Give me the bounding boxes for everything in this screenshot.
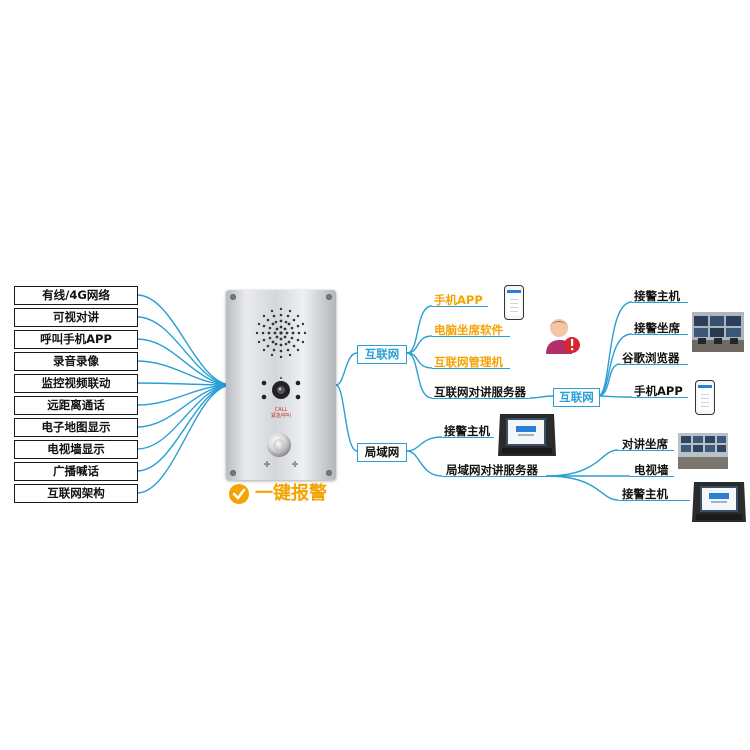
camera-module-icon — [261, 377, 301, 400]
device-to-lan-line — [335, 384, 358, 452]
target-lan-alarm-host: 接警主机 — [622, 487, 668, 501]
internet-branch-line — [406, 352, 433, 399]
screw-icon — [230, 294, 236, 300]
internet-box-branch-line — [597, 333, 633, 397]
speaker-grille-icon — [255, 307, 307, 359]
internet-item-intercom-server: 互联网对讲服务器 — [434, 385, 526, 399]
microphone-hole-icon — [264, 461, 270, 467]
internet-branch-line — [406, 335, 433, 354]
lan-server-branch-line — [545, 449, 619, 477]
target-alarm-host: 接警主机 — [634, 289, 680, 303]
internet-item-pc-seat-software: 电脑坐席软件 — [434, 323, 503, 337]
lan-item-intercom-server: 局域网对讲服务器 — [446, 463, 538, 477]
internet-item-management-unit: 互联网管理机 — [434, 355, 503, 369]
feature-electronic-map: 电子地图显示 — [14, 418, 138, 437]
lan-item-alarm-host: 接警主机 — [444, 424, 490, 438]
feature-call-mobile-app: 呼叫手机APP — [14, 330, 138, 349]
feature-broadcast: 广播喊话 — [14, 462, 138, 481]
target-alarm-seat: 接警坐席 — [634, 321, 680, 335]
internet-branch-line — [406, 305, 433, 354]
call-label-cn: 紧急呼叫 — [270, 413, 291, 419]
lan-server-branch-line — [545, 475, 619, 501]
feature-surveillance-linkage: 监控视频联动 — [14, 374, 138, 393]
lan-box: 局域网 — [357, 443, 407, 462]
call-label: CALL 紧急呼叫 — [226, 407, 336, 419]
fan-line — [136, 316, 233, 386]
internet-item-mobile-app: 手机APP — [434, 293, 483, 307]
fan-line — [136, 338, 233, 386]
fan-line — [136, 360, 233, 386]
feature-wired-4g-network: 有线/4G网络 — [14, 286, 138, 305]
desk-terminal-icon — [498, 414, 556, 456]
smartphone-icon — [504, 285, 524, 320]
target-mobile-app: 手机APP — [634, 384, 683, 398]
feature-long-distance-call: 远距离通话 — [14, 396, 138, 415]
feature-tv-wall-display: 电视墙显示 — [14, 440, 138, 459]
target-intercom-seat: 对讲坐席 — [622, 437, 668, 451]
feature-audio-video-recording: 录音录像 — [14, 352, 138, 371]
internet-box-branch-line — [597, 363, 621, 397]
emergency-call-panel: CALL 紧急呼叫 — [226, 290, 336, 480]
target-tv-wall: 电视墙 — [634, 463, 669, 477]
hero-title: 一键报警 — [255, 483, 327, 504]
screw-icon — [326, 294, 332, 300]
internet-server-box: 互联网 — [553, 388, 600, 407]
screw-icon — [230, 470, 236, 476]
fan-line — [136, 384, 233, 494]
internet-box-branch-line — [597, 301, 633, 397]
check-circle-icon — [229, 484, 249, 504]
control-room-photo — [692, 312, 744, 352]
lan-branch-line — [406, 436, 443, 452]
internet-box: 互联网 — [357, 345, 407, 364]
feature-video-intercom: 可视对讲 — [14, 308, 138, 327]
call-button-cap — [273, 439, 285, 451]
smartphone-icon — [695, 380, 715, 415]
target-chrome-browser: 谷歌浏览器 — [622, 351, 680, 365]
fan-line — [136, 294, 233, 386]
call-label-en: CALL — [274, 407, 288, 413]
lan-branch-line — [406, 450, 443, 477]
server-to-box-line — [529, 395, 554, 399]
user-alert-icon — [546, 319, 580, 354]
microphone-hole-icon — [292, 461, 298, 467]
device-to-internet-line — [335, 352, 358, 386]
screw-icon — [326, 470, 332, 476]
internet-box-branch-line — [597, 395, 633, 398]
desk-terminal-icon — [692, 482, 746, 522]
feature-internet-architecture: 互联网架构 — [14, 484, 138, 503]
monitor-wall-photo — [678, 433, 728, 469]
emergency-call-button[interactable] — [267, 433, 291, 457]
fan-line — [136, 384, 233, 472]
